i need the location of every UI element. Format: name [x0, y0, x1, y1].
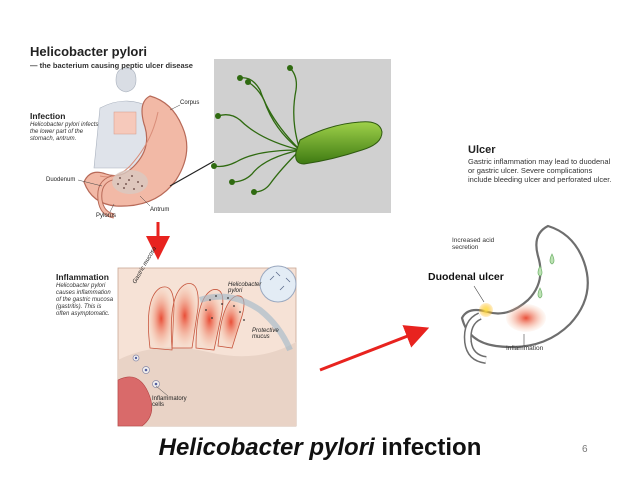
label-pylorus: Pylorus	[96, 213, 117, 219]
page-number: 6	[582, 444, 588, 455]
label-duodenal-ulcer: Duodenal ulcer	[428, 271, 504, 283]
label-hp-inflammation: Helicobacter pylori	[228, 282, 262, 294]
slide-caption: Helicobacter pylori infection	[0, 434, 640, 462]
label-protective-mucus: Protective mucus	[252, 328, 279, 340]
ulcer-heading: Ulcer	[468, 144, 496, 156]
inflammation-description: Helicobacter pylori causes inflammation …	[56, 283, 114, 317]
stomach-panel-title: Helicobacter pylori	[30, 44, 148, 59]
label-increased-acid: Increased acid secretion	[452, 237, 495, 251]
ulcer-description: Gastric inflammation may lead to duodena…	[468, 157, 612, 184]
label-inflammation: Inflammation	[506, 345, 544, 352]
inflammation-heading: Inflammation	[56, 272, 109, 282]
caption-rest: infection	[374, 434, 482, 461]
label-corpus: Corpus	[180, 100, 200, 106]
inflammation-illustration	[117, 265, 297, 427]
ulcer-illustration	[460, 224, 589, 364]
stomach-illustration	[77, 67, 217, 219]
bacterium-photo	[211, 59, 391, 213]
flow-arrows	[146, 222, 430, 372]
infection-heading: Infection	[30, 111, 66, 121]
label-inflammatory-cells: Inflammatory cells	[152, 396, 187, 408]
label-antrum: Antrum	[150, 207, 170, 213]
label-duodenum: Duodenum	[46, 177, 76, 183]
caption-italic: Helicobacter pylori	[158, 434, 375, 461]
stomach-panel-subtitle: — the bacterium causing peptic ulcer dis…	[30, 61, 193, 70]
infection-description: Helicobacter pylori infects the lower pa…	[30, 122, 99, 142]
